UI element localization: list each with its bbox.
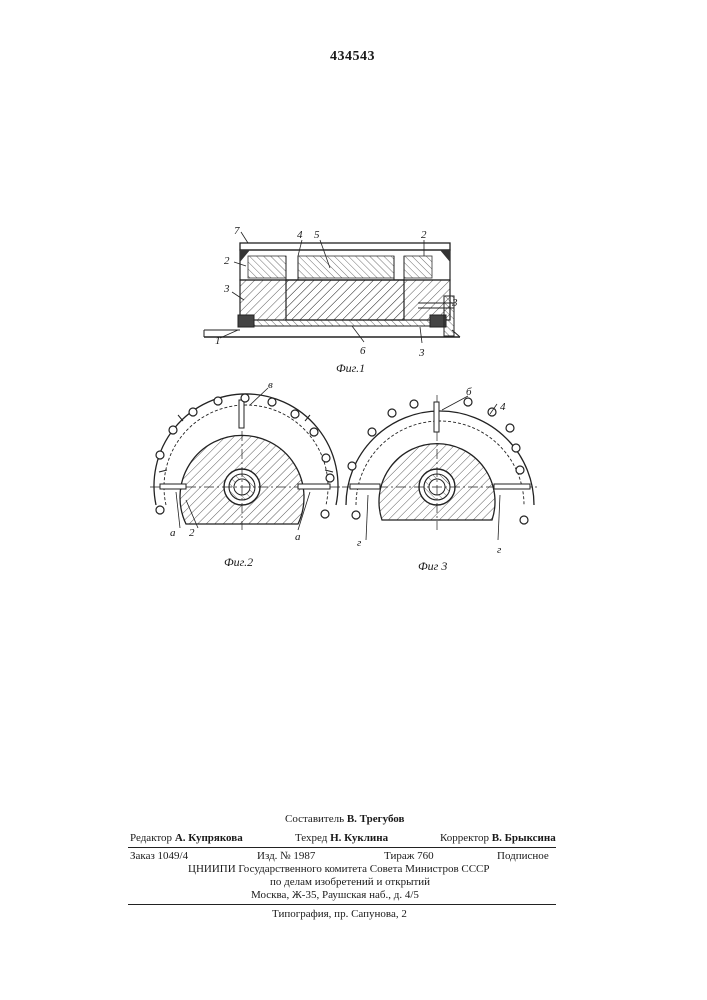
- fig1-label: 7: [234, 225, 240, 237]
- figure-3-caption: Фиг 3: [418, 559, 447, 573]
- compiler-label: Составитель: [285, 813, 344, 825]
- fig1-label: 3: [451, 297, 458, 309]
- compiler-name: В. Трегубов: [347, 813, 405, 825]
- fig3-label: г: [497, 544, 502, 556]
- imprint-rule-bottom: [128, 904, 556, 905]
- fig2-label: в: [268, 379, 273, 391]
- corrector-label: Корректор: [440, 832, 489, 844]
- imprint-rule-top: [128, 847, 556, 848]
- figure-2-drawing: в а 2 а Фиг.2: [150, 379, 340, 569]
- fig1-label: 3: [418, 347, 425, 359]
- fig1-label: 4: [297, 229, 303, 241]
- fig1-label: 1: [215, 335, 221, 347]
- edition-number: Изд. № 1987: [257, 850, 315, 862]
- corrector-name: В. Брыксина: [492, 832, 556, 844]
- fig2-label: а: [295, 531, 301, 543]
- techred-name: Н. Куклина: [330, 832, 388, 844]
- address: Москва, Ж-35, Раушская наб., д. 4/5: [251, 889, 419, 901]
- fig3-label: 4: [500, 401, 506, 413]
- techred-line: Техред Н. Куклина: [295, 832, 388, 844]
- compiler-line: Составитель В. Трегубов: [285, 813, 404, 825]
- corrector-line: Корректор В. Брыксина: [440, 832, 556, 844]
- fig1-label: 2: [224, 255, 230, 267]
- fig1-label: 3: [223, 283, 230, 295]
- figure-1-caption: Фиг.1: [336, 361, 365, 375]
- editor-name: А. Купрякова: [175, 832, 243, 844]
- figure-3-drawing: б 4 г г Фиг 3: [342, 386, 540, 573]
- printer: Типография, пр. Сапунова, 2: [272, 908, 407, 920]
- fig1-label: 2: [421, 229, 427, 241]
- figure-2-caption: Фиг.2: [224, 555, 253, 569]
- org-line-2: по делам изобретений и открытий: [270, 876, 430, 888]
- fig1-label: 6: [360, 345, 366, 357]
- org-line-1: ЦНИИПИ Государственного комитета Совета …: [188, 863, 490, 875]
- editor-line: Редактор А. Купрякова: [130, 832, 243, 844]
- fig2-label: а: [170, 527, 176, 539]
- subscription: Подписное: [497, 850, 549, 862]
- fig2-label: 2: [189, 527, 195, 539]
- order-number: Заказ 1049/4: [130, 850, 188, 862]
- fig3-label: г: [357, 537, 362, 549]
- circulation: Тираж 760: [384, 850, 434, 862]
- editor-label: Редактор: [130, 832, 172, 844]
- fig1-label: 5: [314, 229, 320, 241]
- figure-1-drawing: 1 2 3 4 5 2 3 6 3 7 Фиг.1: [204, 225, 460, 375]
- fig3-label: б: [466, 386, 472, 398]
- techred-label: Техред: [295, 832, 327, 844]
